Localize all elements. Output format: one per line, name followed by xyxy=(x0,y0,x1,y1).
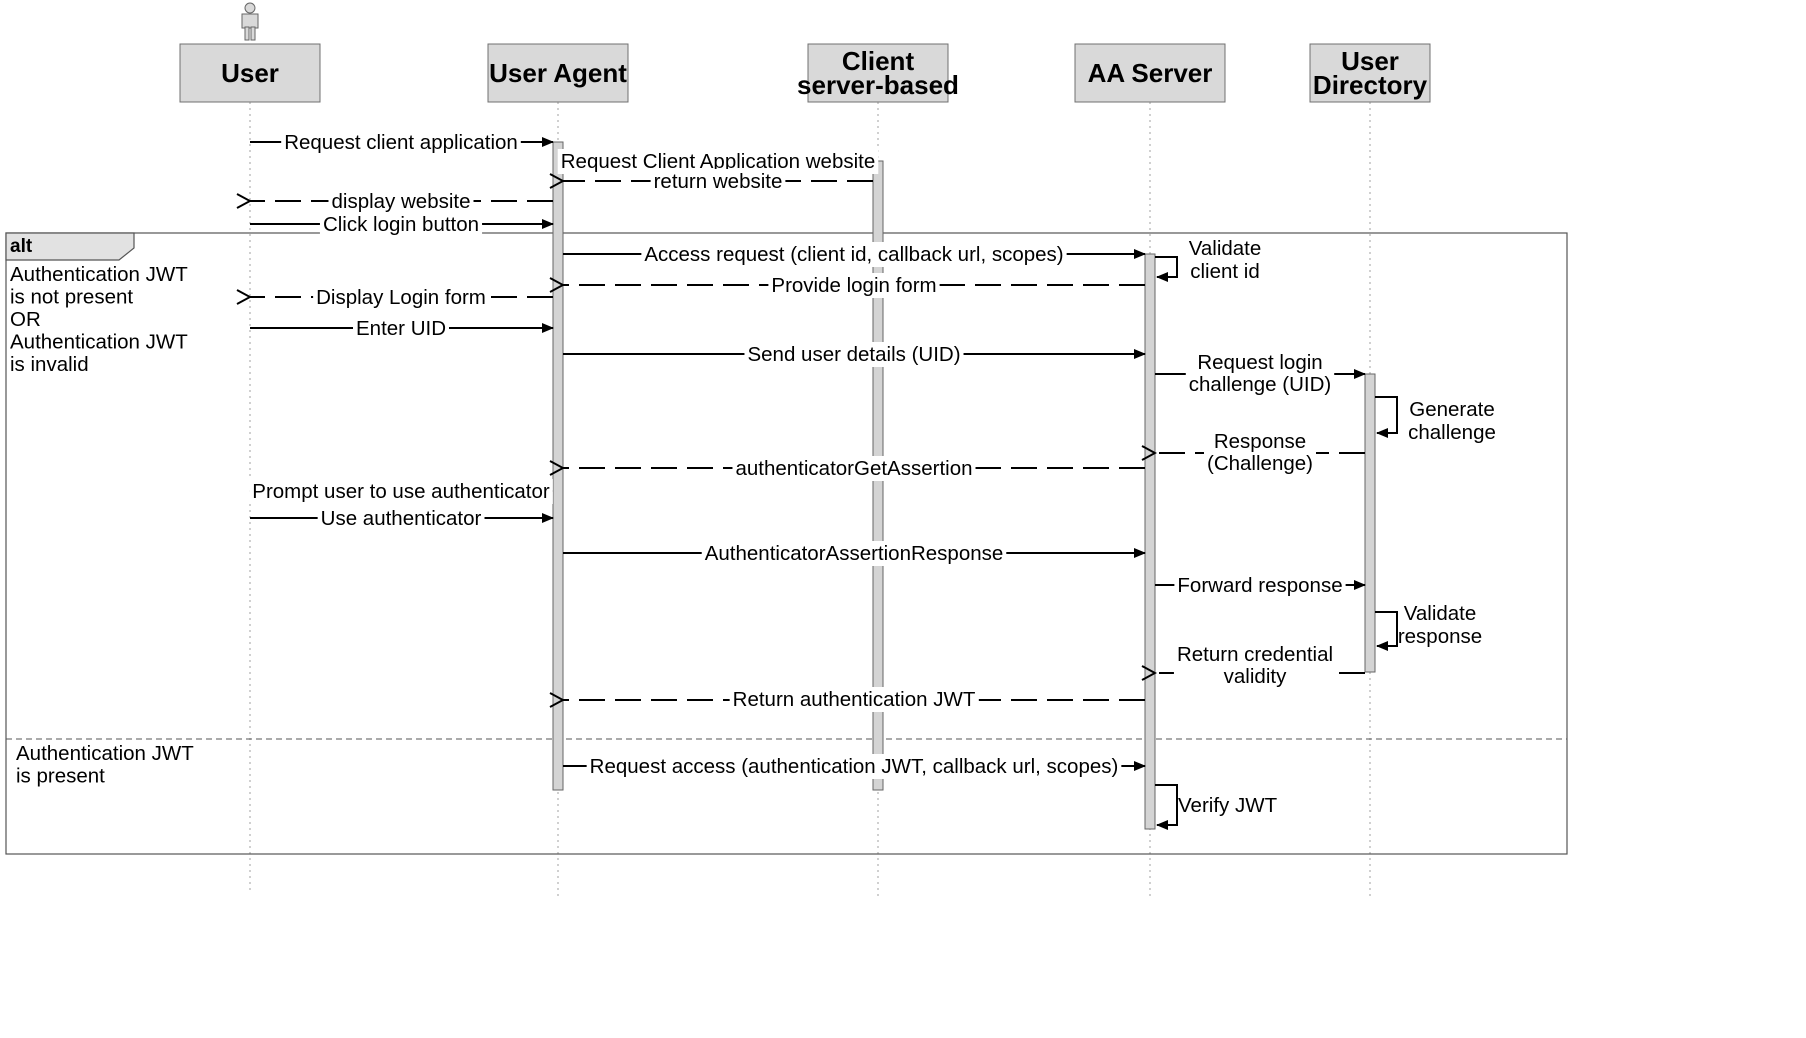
self-message-12 xyxy=(1375,396,1398,438)
message-label-9-bg xyxy=(353,316,449,341)
self-message-6 xyxy=(1155,256,1178,282)
message-label-11-bg xyxy=(1185,350,1335,397)
activation-bar-aa xyxy=(1144,253,1156,830)
message-label-18-bg xyxy=(1174,573,1346,598)
message-label-17-bg xyxy=(701,541,1007,566)
message-label-22-bg xyxy=(586,754,1122,779)
message-label-21-bg xyxy=(729,687,979,712)
message-label-23: Verify JWT xyxy=(1178,794,1278,817)
activation-bar-agent xyxy=(552,141,564,791)
user-actor-icon xyxy=(241,2,259,41)
message-label-14: authenticatorGetAssertion xyxy=(735,457,972,480)
message-label-5: Access request (client id, callback url,… xyxy=(644,243,1063,266)
message-label-21: Return authentication JWT xyxy=(733,688,976,711)
self-message-23 xyxy=(1155,784,1178,830)
alt-fragment-tag-box xyxy=(5,232,135,261)
participant-box-dir xyxy=(1309,43,1431,103)
alt-fragment-frame xyxy=(5,232,1568,855)
message-label-3: display website xyxy=(331,190,470,213)
message-label-17: AuthenticatorAssertionResponse xyxy=(705,542,1004,565)
message-label-14-bg xyxy=(732,456,976,481)
message-label-18: Forward response xyxy=(1177,574,1342,597)
actor-body xyxy=(241,13,259,29)
self-message-19 xyxy=(1375,611,1398,651)
participant-box-agent xyxy=(487,43,629,103)
message-label-15: Prompt user to use authenticator xyxy=(252,480,550,503)
message-label-10: Send user details (UID) xyxy=(747,343,960,366)
message-label-4: Click login button xyxy=(323,213,479,236)
message-label-16-bg xyxy=(317,506,485,531)
message-label-8: Display Login form xyxy=(316,286,486,309)
message-label-8-bg xyxy=(313,285,489,310)
message-label-5-bg xyxy=(641,242,1067,267)
message-label-20-bg xyxy=(1173,642,1337,689)
actor-leg-right xyxy=(250,26,256,41)
message-label-2-bg xyxy=(650,169,786,194)
message-label-4-bg xyxy=(319,212,483,237)
message-label-3-bg xyxy=(328,189,474,214)
participant-label-agent: User Agent xyxy=(489,58,627,88)
message-label-16: Use authenticator xyxy=(321,507,482,530)
actor-head xyxy=(244,2,256,14)
message-label-7-bg xyxy=(768,273,940,298)
message-label-13: Response(Challenge) xyxy=(1207,430,1313,475)
message-label-10-bg xyxy=(744,342,964,367)
alt-fragment-tag: alt xyxy=(10,236,33,257)
message-label-1: Request Client Application website xyxy=(561,150,876,173)
message-label-9: Enter UID xyxy=(356,317,446,340)
participant-label-user: User xyxy=(221,58,279,88)
message-label-0-bg xyxy=(281,130,521,155)
message-label-0: Request client application xyxy=(284,131,518,154)
participant-box-aa xyxy=(1074,43,1226,103)
actor-leg-left xyxy=(244,26,250,41)
message-label-13-bg xyxy=(1204,429,1316,476)
participant-box-client xyxy=(807,43,949,103)
message-label-2: return website xyxy=(654,170,783,193)
message-label-22: Request access (authentication JWT, call… xyxy=(590,755,1119,778)
participant-box-user xyxy=(179,43,321,103)
message-label-7: Provide login form xyxy=(771,274,936,297)
participant-label-aa: AA Server xyxy=(1088,58,1213,88)
message-label-15-bg xyxy=(249,479,553,504)
activation-bar-dir xyxy=(1364,373,1376,673)
